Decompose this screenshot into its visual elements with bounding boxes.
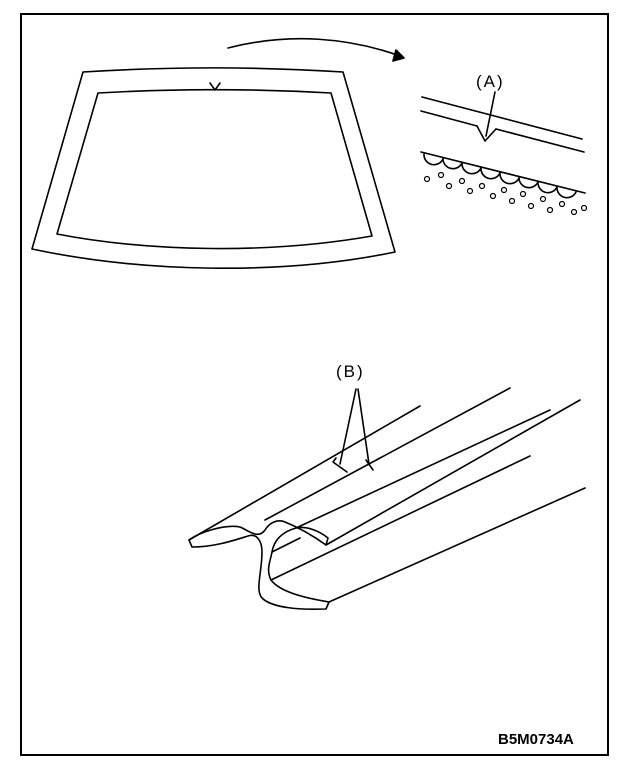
channel-diagonal (271, 537, 301, 553)
leader-line-b-left (339, 388, 357, 465)
callout-a: (A) (476, 72, 505, 91)
molding-profile (188, 520, 330, 611)
molding-mid-line (420, 110, 478, 127)
callout-b: (B) (336, 362, 365, 381)
channel-inner-line (295, 409, 551, 529)
adhesive-scallops (423, 153, 577, 199)
detail-arrow (227, 37, 405, 62)
body-inner-fold (270, 455, 531, 581)
windshield (31, 67, 396, 270)
b-mark-left (332, 457, 348, 473)
figure-border (20, 13, 609, 756)
flange-left-top-edge (188, 405, 421, 541)
body-bottom-edge (328, 487, 586, 603)
molding-mid-line-right (495, 128, 585, 153)
body-top-right-edge (325, 399, 581, 546)
molding-notch (476, 125, 497, 142)
windshield-inner-edge (56, 88, 373, 250)
windshield-outer-edge (31, 67, 396, 270)
body-top-left-edge (264, 387, 511, 521)
b-mark-right (365, 459, 374, 471)
detail-a (420, 91, 588, 216)
leader-line-a (485, 91, 496, 137)
leader-line-b-right (357, 388, 370, 465)
molding-top-line (421, 96, 583, 140)
molding-section (188, 387, 586, 611)
glass-edge-line (420, 151, 586, 194)
windshield-notch-mark (209, 82, 221, 91)
figure-code: B5M0734A (498, 731, 574, 748)
adhesive-dots (423, 171, 588, 216)
